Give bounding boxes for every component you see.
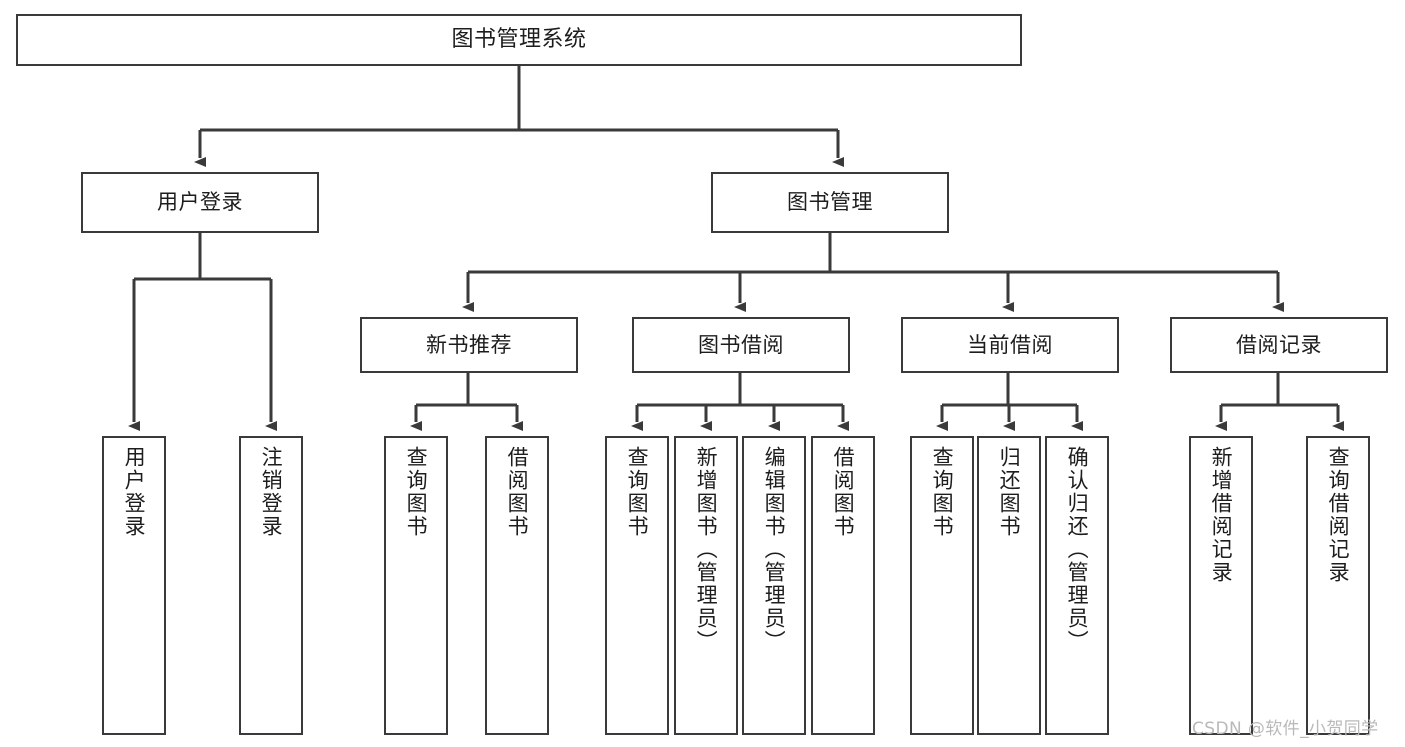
- node-leaf-query-book-c-label: 查询图书: [930, 446, 955, 538]
- node-root[interactable]: 图书管理系统: [16, 14, 1022, 66]
- node-borrow-record[interactable]: 借阅记录: [1170, 317, 1388, 373]
- node-current-borrow[interactable]: 当前借阅: [901, 317, 1119, 373]
- node-leaf-query-record-label: 查询借阅记录: [1326, 446, 1351, 584]
- node-leaf-add-record[interactable]: 新增借阅记录: [1189, 436, 1253, 735]
- node-leaf-query-book-c[interactable]: 查询图书: [910, 436, 974, 735]
- node-leaf-logout[interactable]: 注销登录: [239, 436, 303, 735]
- node-leaf-confirm-return[interactable]: 确认归还（管理员）: [1045, 436, 1109, 735]
- node-leaf-edit-book-label: 编辑图书（管理员）: [762, 446, 787, 653]
- node-leaf-borrow-book-b-label: 借阅图书: [831, 446, 856, 538]
- node-leaf-confirm-return-label: 确认归还（管理员）: [1065, 446, 1090, 653]
- node-leaf-borrow-book-a[interactable]: 借阅图书: [485, 436, 549, 735]
- node-leaf-logout-label: 注销登录: [259, 446, 284, 538]
- node-user-login-label: 用户登录: [157, 190, 243, 215]
- node-new-book-recommend[interactable]: 新书推荐: [360, 317, 578, 373]
- node-borrow-record-label: 借阅记录: [1236, 332, 1322, 357]
- node-leaf-query-book-a-label: 查询图书: [404, 446, 429, 538]
- node-leaf-user-login[interactable]: 用户登录: [102, 436, 166, 735]
- node-leaf-edit-book[interactable]: 编辑图书（管理员）: [742, 436, 806, 735]
- node-leaf-query-book-b[interactable]: 查询图书: [605, 436, 669, 735]
- node-leaf-query-book-a[interactable]: 查询图书: [384, 436, 448, 735]
- node-leaf-query-record[interactable]: 查询借阅记录: [1306, 436, 1370, 735]
- node-book-manage-label: 图书管理: [787, 190, 873, 215]
- node-current-borrow-label: 当前借阅: [967, 332, 1053, 357]
- node-leaf-return-book[interactable]: 归还图书: [977, 436, 1041, 735]
- node-leaf-borrow-book-b[interactable]: 借阅图书: [811, 436, 875, 735]
- node-leaf-user-login-label: 用户登录: [122, 446, 147, 538]
- node-leaf-return-book-label: 归还图书: [997, 446, 1022, 538]
- node-leaf-add-book[interactable]: 新增图书（管理员）: [674, 436, 738, 735]
- node-book-borrow[interactable]: 图书借阅: [632, 317, 850, 373]
- node-new-book-recommend-label: 新书推荐: [426, 332, 512, 357]
- csdn-watermark: CSDN @软件_小贺同学: [1192, 719, 1379, 739]
- node-book-borrow-label: 图书借阅: [698, 332, 784, 357]
- node-book-manage[interactable]: 图书管理: [711, 172, 949, 233]
- node-leaf-add-record-label: 新增借阅记录: [1209, 446, 1234, 584]
- node-leaf-add-book-label: 新增图书（管理员）: [694, 446, 719, 653]
- node-user-login[interactable]: 用户登录: [81, 172, 319, 233]
- node-root-label: 图书管理系统: [451, 27, 587, 53]
- node-leaf-borrow-book-a-label: 借阅图书: [505, 446, 530, 538]
- node-leaf-query-book-b-label: 查询图书: [625, 446, 650, 538]
